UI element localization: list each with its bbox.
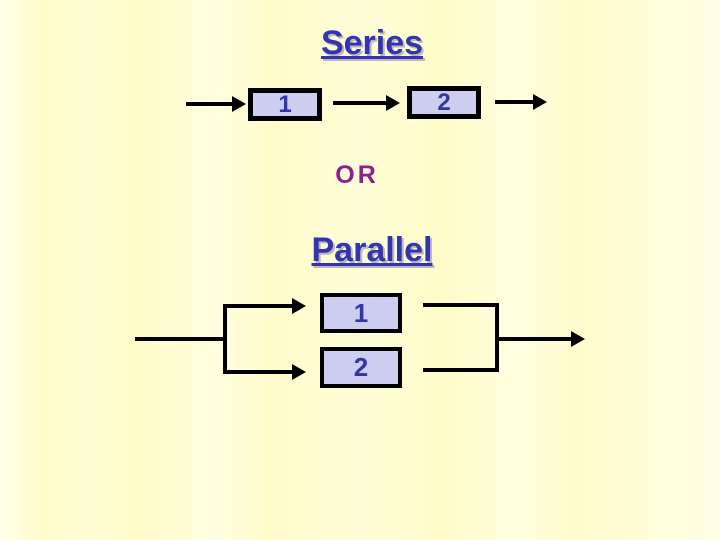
- arrowhead-icon: [386, 95, 400, 111]
- parallel-branch-2-arrow: [225, 364, 306, 380]
- parallel-split-bar: [223, 304, 227, 374]
- series-box-2: 2: [407, 86, 481, 119]
- series-mid-arrow: [333, 95, 400, 111]
- series-output-arrow: [495, 94, 547, 110]
- parallel-box-2: 2: [320, 347, 402, 388]
- series-title: Series: [320, 24, 424, 62]
- parallel-box-1-label: 1: [353, 297, 369, 328]
- parallel-branch-1-arrow: [225, 298, 306, 314]
- arrow-shaft: [497, 337, 571, 341]
- series-input-arrow: [186, 96, 246, 112]
- parallel-box-1: 1: [320, 293, 402, 333]
- parallel-title: Parallel: [311, 231, 433, 269]
- series-box-1-label: 1: [278, 90, 292, 118]
- parallel-output-arrow: [497, 331, 585, 347]
- parallel-box-2-label: 2: [353, 352, 369, 382]
- arrow-shaft: [495, 100, 533, 104]
- arrowhead-icon: [232, 96, 246, 112]
- arrowhead-icon: [571, 331, 585, 347]
- parallel-merge-bottom-line: [423, 368, 499, 372]
- arrow-shaft: [186, 102, 232, 106]
- arrow-shaft: [225, 304, 292, 308]
- series-box-2-label: 2: [437, 88, 451, 116]
- parallel-input-line: [135, 337, 227, 341]
- arrowhead-icon: [292, 364, 306, 380]
- arrowhead-icon: [292, 298, 306, 314]
- series-box-1: 1: [248, 88, 322, 121]
- parallel-merge-top-line: [423, 303, 499, 307]
- arrow-shaft: [333, 101, 386, 105]
- arrowhead-icon: [533, 94, 547, 110]
- arrow-shaft: [225, 370, 292, 374]
- or-label: OR: [335, 161, 379, 189]
